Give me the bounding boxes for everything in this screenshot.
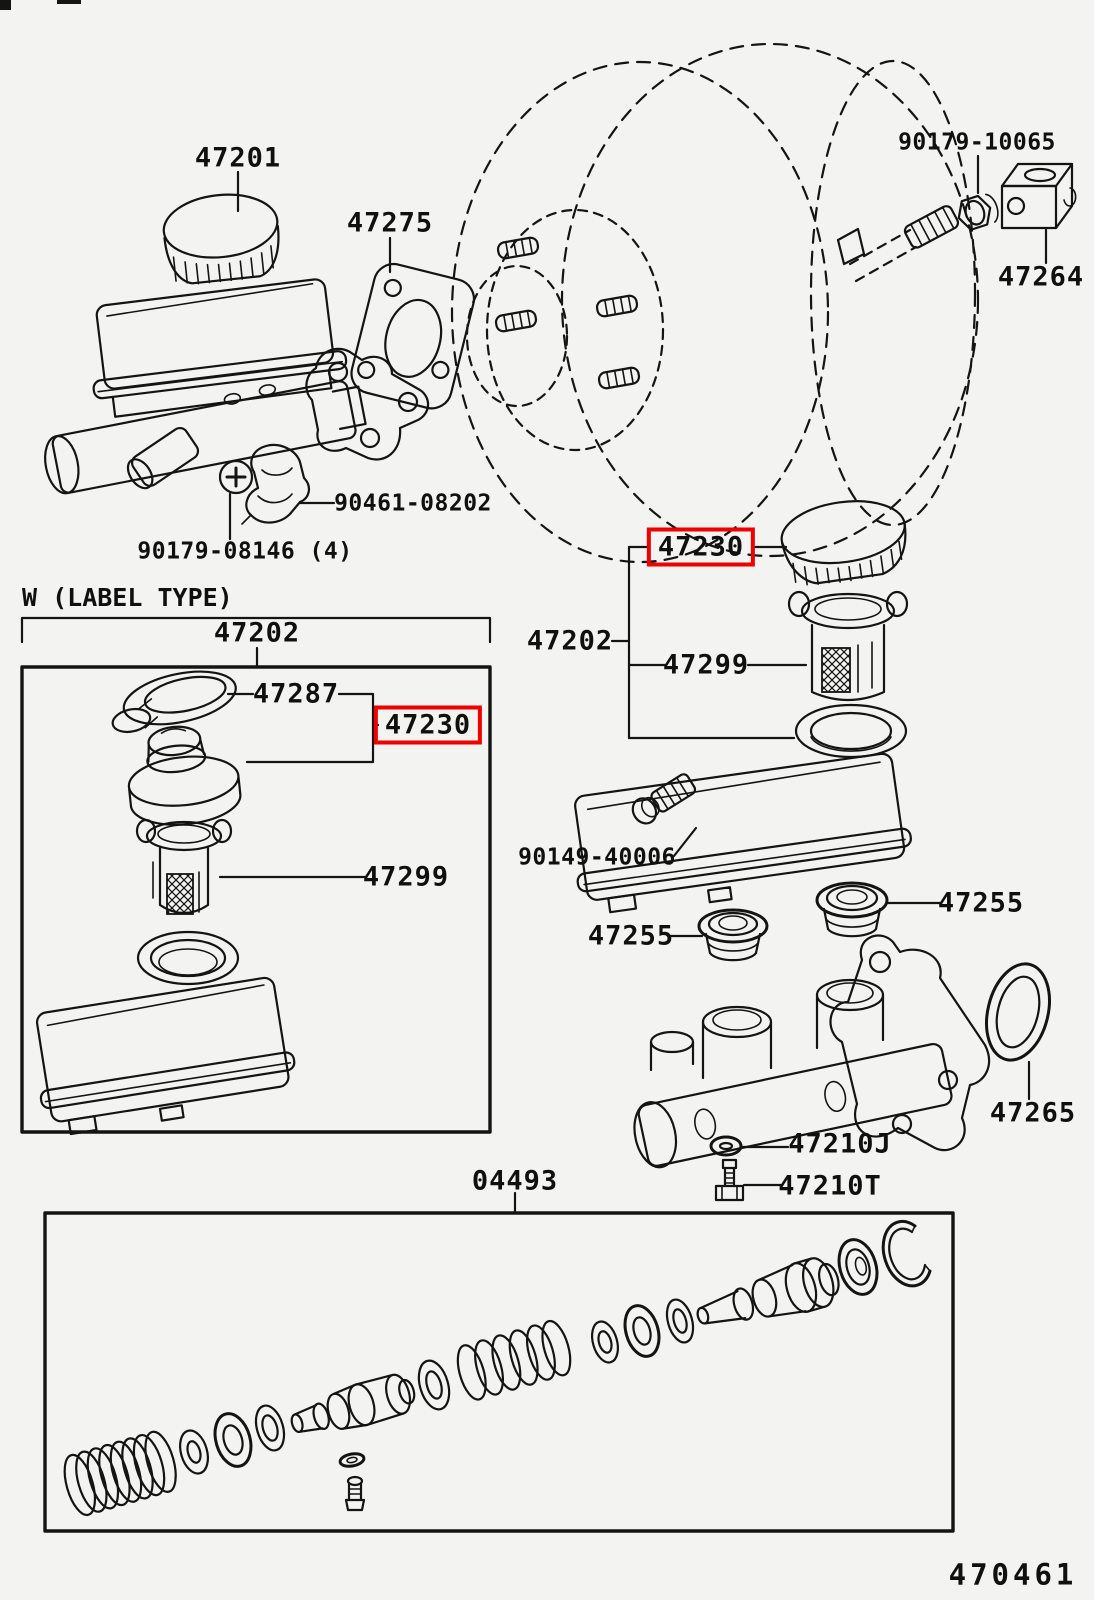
- part-label-47255-front[interactable]: 47255: [587, 920, 675, 952]
- part-label-47210J[interactable]: 47210J: [788, 1128, 892, 1160]
- part-label-47202[interactable]: 47202: [526, 625, 614, 657]
- part-label-47275[interactable]: 47275: [346, 207, 434, 239]
- part-label-47230-highlighted[interactable]: 47230: [646, 527, 756, 567]
- pushrod-nut-clevis-drawing: [848, 162, 1077, 283]
- part-label-47255-rear[interactable]: 47255: [937, 887, 1025, 919]
- part-label-47299-w[interactable]: 47299: [362, 861, 450, 893]
- part-label-47287[interactable]: 47287: [252, 678, 340, 710]
- master-cylinder-assy-drawing: [44, 193, 430, 495]
- scan-artifacts: [0, 0, 81, 10]
- part-label-90149-40006[interactable]: 90149-40006: [518, 844, 676, 871]
- part-label-90179-10065[interactable]: 90179-10065: [898, 129, 1056, 156]
- part-label-04493[interactable]: 04493: [471, 1165, 559, 1197]
- part-label-47265[interactable]: 47265: [989, 1097, 1077, 1129]
- part-label-47230-w-highlighted[interactable]: 47230: [373, 705, 483, 745]
- part-label-47299[interactable]: 47299: [662, 649, 750, 681]
- grommet-right-drawing: [815, 881, 889, 938]
- booster-gasket-drawing: [350, 262, 476, 410]
- repair-kit-box-drawing: [43, 1211, 955, 1533]
- reservoir-column-drawing: [574, 500, 912, 914]
- grommet-left-drawing: [697, 908, 769, 962]
- part-label-90461-08202[interactable]: 90461-08202: [334, 490, 492, 517]
- brake-booster-drawing: [450, 42, 980, 564]
- reservoir-left-drawing: [35, 930, 296, 1136]
- part-label-47202-w[interactable]: 47202: [213, 617, 301, 649]
- part-label-47210T[interactable]: 47210T: [778, 1170, 882, 1202]
- strainer-left-drawing: [135, 818, 233, 915]
- label-type-box-drawing: [20, 616, 492, 1136]
- part-label-47264[interactable]: 47264: [997, 261, 1085, 293]
- leader-lines: [218, 154, 1048, 1215]
- figure-number: 470461: [948, 1557, 1078, 1592]
- label-type-note: W (LABEL TYPE): [22, 583, 233, 612]
- part-label-47201[interactable]: 47201: [194, 142, 282, 174]
- cylinder-body-drawing: [633, 934, 1051, 1202]
- part-label-90179-08146[interactable]: 90179-08146 (4): [137, 538, 353, 565]
- clamp-and-nut-drawing: [218, 443, 310, 525]
